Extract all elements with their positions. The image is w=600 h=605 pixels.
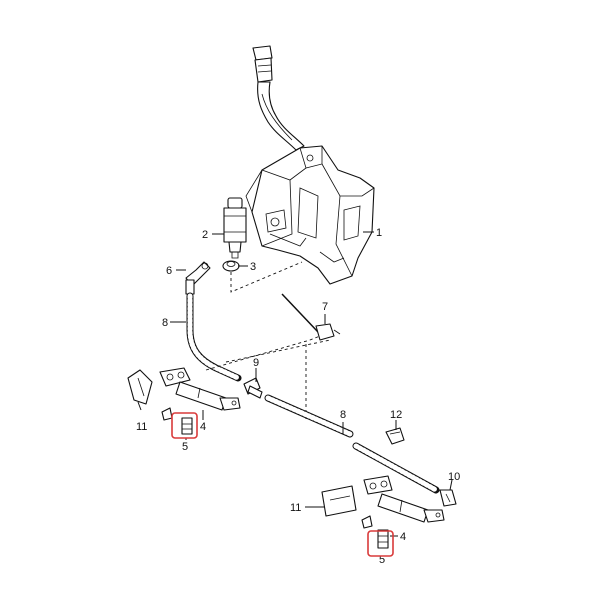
washer-pump	[223, 197, 247, 259]
callout-12: 12	[390, 409, 402, 421]
highlight-box-lower	[367, 530, 394, 557]
callout-7: 7	[322, 301, 328, 313]
callout-9: 9	[253, 357, 259, 369]
callout-10: 10	[448, 471, 460, 483]
washer-hose-long	[264, 394, 440, 494]
left-jet-assembly	[127, 367, 241, 435]
callout-8-lower: 8	[340, 409, 346, 421]
washer-reservoir	[245, 145, 375, 285]
callout-2: 2	[202, 229, 208, 241]
callout-11-upper: 11	[136, 421, 147, 433]
callout-1: 1	[376, 227, 382, 239]
callout-4-upper: 4	[200, 421, 206, 433]
hose-end-connector	[439, 489, 457, 507]
pump-grommet	[222, 260, 240, 272]
t-connector	[243, 377, 263, 399]
hose-clip	[385, 427, 405, 445]
callout-6: 6	[166, 265, 172, 277]
callout-8-upper: 8	[162, 317, 168, 329]
callout-5-upper: 5	[182, 441, 188, 453]
highlight-box-upper	[171, 412, 198, 439]
callout-3: 3	[250, 261, 256, 273]
callout-11-lower: 11	[290, 502, 301, 514]
highlight-boxes	[171, 412, 394, 557]
washer-hose-main	[186, 292, 242, 382]
callout-labels: 1 2 3 6 7 8 9 4 5 11 8 12 10 11 4 5	[136, 227, 460, 566]
right-jet-assembly	[321, 475, 445, 549]
callout-4-lower: 4	[400, 531, 406, 543]
hose-elbow-connector	[185, 261, 211, 295]
filler-neck	[252, 45, 305, 151]
callout-5-lower: 5	[379, 554, 385, 566]
heater-element	[281, 293, 341, 341]
